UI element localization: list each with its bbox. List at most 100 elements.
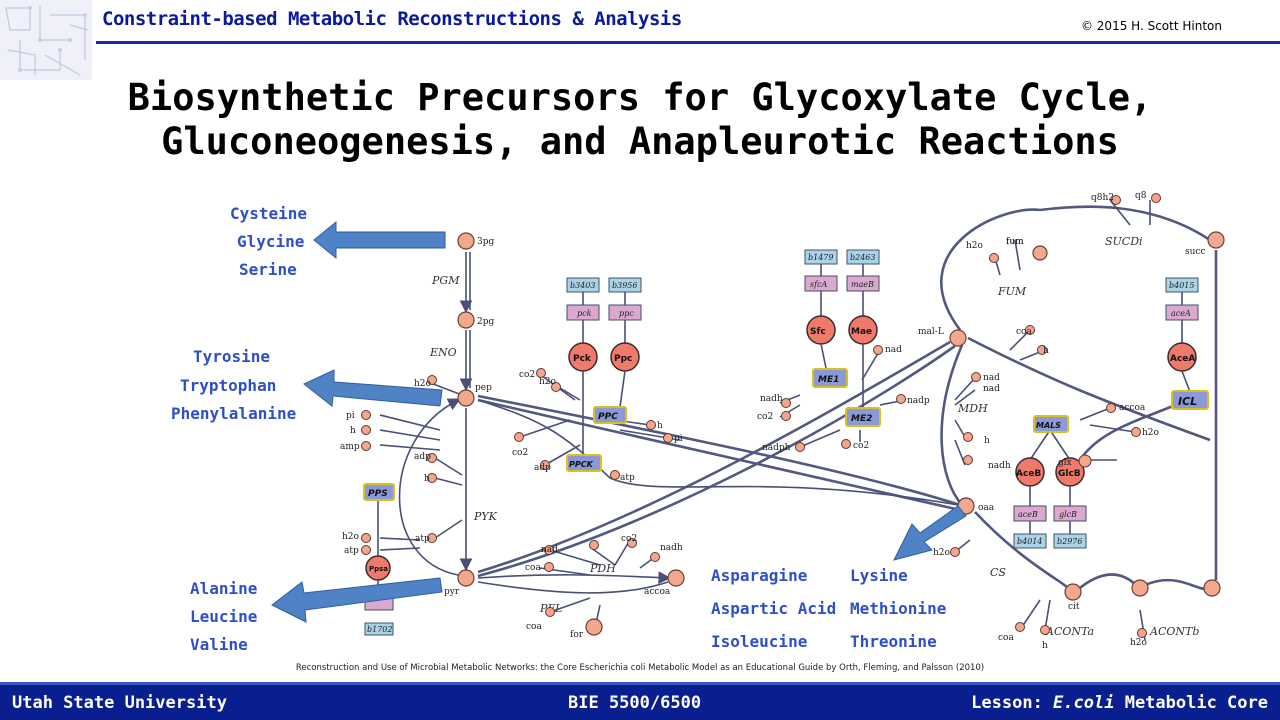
aceb-glcb-stack: AceB GlcB aceB glcB b4014 b2976 — [1013, 429, 1087, 549]
svg-text:nadh: nadh — [988, 461, 1011, 471]
svg-text:Mae: Mae — [851, 327, 872, 337]
svg-text:fum: fum — [1006, 237, 1024, 247]
svg-text:glx: glx — [1058, 458, 1072, 468]
svg-text:h2o: h2o — [966, 241, 983, 251]
arrow-to-pep-amino-acids — [303, 369, 443, 407]
svg-text:b1479: b1479 — [808, 253, 833, 262]
svg-text:AceB: AceB — [1016, 469, 1041, 479]
svg-text:Sfc: Sfc — [810, 327, 826, 337]
svg-text:ppc: ppc — [619, 309, 634, 318]
footer-course: BIE 5500/6500 — [568, 693, 702, 713]
svg-text:q8h2: q8h2 — [1091, 193, 1114, 203]
aa-tryptophan: Tryptophan — [180, 376, 277, 395]
svg-text:co2: co2 — [853, 441, 869, 451]
svg-text:b1702: b1702 — [367, 625, 392, 634]
svg-text:sfcA: sfcA — [810, 280, 828, 289]
course-title: Constraint-based Metabolic Reconstructio… — [102, 8, 682, 30]
svg-text:coa: coa — [526, 622, 542, 632]
svg-text:ACONTb: ACONTb — [1149, 625, 1199, 638]
svg-text:co2: co2 — [621, 534, 637, 544]
reaction-boxes: PPS PPC PPCK ME1 ME2 MALS ICL — [363, 368, 1209, 501]
svg-text:nad: nad — [983, 373, 1000, 383]
svg-text:glcB: glcB — [1059, 510, 1077, 519]
svg-text:cit: cit — [1068, 602, 1080, 612]
svg-text:h: h — [1042, 641, 1048, 651]
footer-lesson: Lesson: E.coli Metabolic Core — [971, 693, 1268, 713]
svg-text:Ppc: Ppc — [614, 354, 632, 364]
slide-title: Biosynthetic Precursors for Glycoxylate … — [0, 76, 1280, 164]
svg-text:co2: co2 — [519, 370, 535, 380]
svg-text:h2o: h2o — [1142, 428, 1159, 438]
acea-stack: b4015 aceA AceA — [1165, 277, 1199, 393]
aa-aspartic-acid: Aspartic Acid — [711, 599, 837, 618]
svg-text:b4014: b4014 — [1017, 537, 1042, 546]
slide-title-line-2: Gluconeogenesis, and Anapleurotic Reacti… — [161, 120, 1119, 163]
network-thumbnail-logo — [0, 0, 92, 80]
footer-lesson-prefix: Lesson: — [971, 693, 1054, 713]
main-metabolites: 3pg 2pg pep pyr accoa for mal-L oaa fum … — [444, 231, 1225, 640]
svg-text:nadp: nadp — [907, 396, 930, 406]
svg-text:succ: succ — [1185, 247, 1206, 257]
svg-text:nad: nad — [885, 345, 902, 355]
svg-text:nadph: nadph — [762, 443, 791, 453]
svg-text:GlcB: GlcB — [1058, 469, 1081, 479]
svg-text:Ppsa: Ppsa — [369, 565, 388, 573]
arrow-to-pyr-amino-acids — [271, 577, 443, 623]
svg-text:Pck: Pck — [573, 354, 592, 364]
svg-text:aceB: aceB — [1018, 510, 1038, 519]
svg-text:coa: coa — [1016, 327, 1032, 337]
svg-text:h2o: h2o — [1130, 638, 1147, 648]
svg-text:co2: co2 — [757, 412, 773, 422]
svg-text:ME1: ME1 — [818, 375, 839, 385]
svg-text:b2976: b2976 — [1057, 537, 1082, 546]
svg-text:PYK: PYK — [473, 510, 498, 523]
svg-text:coa: coa — [998, 633, 1014, 643]
arrow-to-3pg-amino-acids — [313, 220, 446, 260]
precursor-arrows — [271, 220, 967, 623]
svg-text:pi: pi — [346, 411, 355, 421]
ppc-stack: b3956 ppc Ppc — [608, 277, 642, 408]
svg-text:oaa: oaa — [978, 503, 995, 513]
cofactors: pi h amp h2o atp h2o adp h atp co2 h2o c… — [340, 191, 1161, 651]
svg-text:h: h — [424, 474, 430, 484]
svg-text:h2o: h2o — [933, 548, 950, 558]
footer-bar: Utah State University BIE 5500/6500 Less… — [0, 682, 1280, 720]
svg-text:ACONTa: ACONTa — [1045, 625, 1094, 638]
svg-text:fum: fum — [1006, 237, 1024, 247]
aa-cysteine: Cysteine — [230, 204, 308, 223]
aa-glycine: Glycine — [237, 232, 305, 251]
svg-text:PPCK: PPCK — [569, 460, 594, 469]
svg-text:MDH: MDH — [957, 402, 988, 415]
svg-text:atp: atp — [415, 534, 430, 544]
svg-text:atp: atp — [620, 473, 635, 483]
svg-text:nad: nad — [983, 384, 1000, 394]
svg-text:PDH: PDH — [589, 562, 616, 575]
svg-text:b3403: b3403 — [570, 281, 595, 290]
svg-text:CS: CS — [990, 566, 1006, 579]
svg-text:ENO: ENO — [429, 346, 457, 359]
svg-text:h2o: h2o — [539, 377, 556, 387]
svg-text:maeB: maeB — [851, 280, 874, 289]
svg-text:ME2: ME2 — [851, 414, 872, 424]
aa-lysine: Lysine — [850, 566, 908, 585]
svg-text:mal-L: mal-L — [918, 327, 944, 337]
aa-tyrosine: Tyrosine — [193, 347, 271, 366]
sfc-stack: b1479 sfcA Sfc — [804, 249, 838, 369]
svg-text:pck: pck — [577, 309, 592, 318]
svg-text:h2o: h2o — [414, 379, 431, 389]
aa-methionine: Methionine — [850, 599, 947, 618]
svg-text:h: h — [657, 421, 663, 431]
svg-text:nad: nad — [541, 545, 558, 555]
svg-text:PGM: PGM — [431, 274, 460, 287]
svg-text:h2o: h2o — [342, 532, 359, 542]
svg-text:MALS: MALS — [1036, 421, 1061, 430]
aa-isoleucine: Isoleucine — [711, 632, 808, 651]
svg-text:accoa: accoa — [1119, 403, 1146, 413]
aa-asparagine: Asparagine — [711, 566, 808, 585]
footer-lesson-suffix: Metabolic Core — [1114, 693, 1268, 713]
svg-text:h: h — [984, 436, 990, 446]
pck-stack: b3403 pck Pck — [566, 277, 600, 455]
svg-text:coa: coa — [525, 563, 541, 573]
aa-alanine: Alanine — [190, 579, 258, 598]
